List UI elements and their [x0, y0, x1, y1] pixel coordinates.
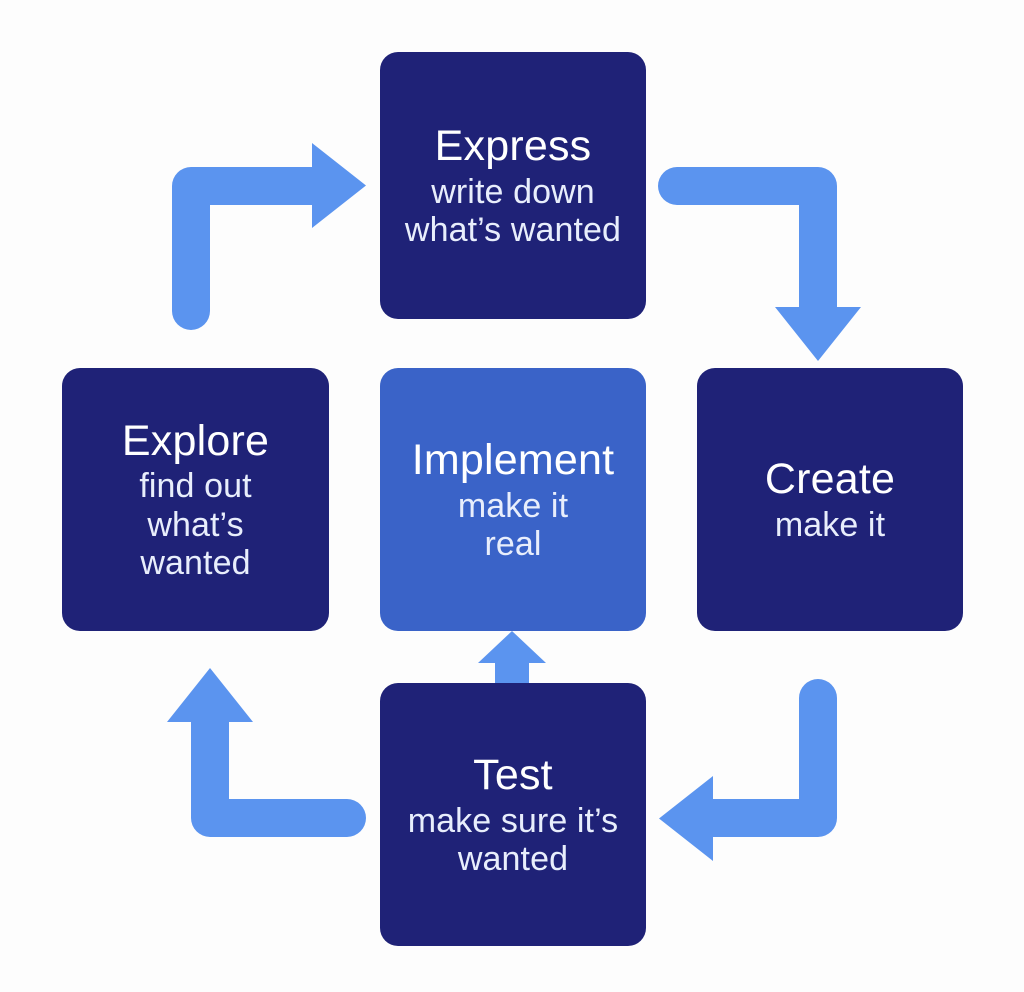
- node-test[interactable]: Test make sure it’s wanted: [380, 683, 646, 946]
- node-implement[interactable]: Implement make it real: [380, 368, 646, 631]
- node-express[interactable]: Express write down what’s wanted: [380, 52, 646, 319]
- arrow-test-to-explore: [167, 668, 366, 837]
- node-test-subtitle: make sure it’s wanted: [407, 801, 619, 878]
- arrow-create-to-test: [659, 679, 837, 861]
- arrow-test-to-implement: [478, 631, 546, 690]
- node-implement-title: Implement: [411, 436, 615, 485]
- arrow-explore-to-express: [172, 143, 366, 330]
- node-explore[interactable]: Explore find out what’s wanted: [62, 368, 329, 631]
- node-explore-title: Explore: [121, 417, 270, 466]
- arrow-express-to-create: [658, 167, 861, 361]
- node-test-title: Test: [473, 751, 553, 800]
- node-explore-subtitle: find out what’s wanted: [139, 467, 252, 582]
- node-create-title: Create: [764, 455, 896, 504]
- node-express-subtitle: write down what’s wanted: [404, 172, 622, 249]
- node-create[interactable]: Create make it: [697, 368, 963, 631]
- node-express-title: Express: [434, 122, 592, 171]
- node-implement-subtitle: make it real: [457, 486, 569, 563]
- node-create-subtitle: make it: [774, 505, 886, 544]
